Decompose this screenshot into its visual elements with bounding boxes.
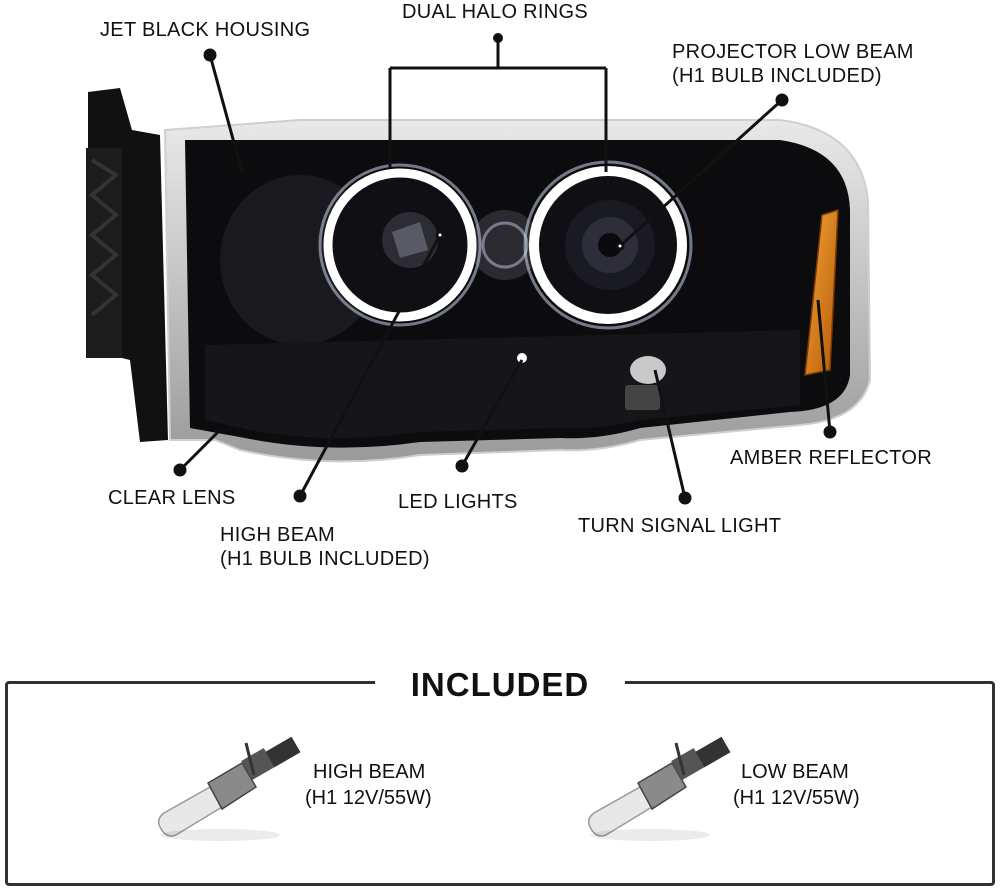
led-light	[517, 353, 527, 363]
amber-reflector-strip	[804, 208, 839, 376]
callout-lines	[178, 54, 832, 499]
bulb-low-beam-label: LOW BEAM (H1 12V/55W)	[733, 759, 860, 811]
h1-bulb-icon-high-beam	[157, 736, 301, 841]
label-turn-signal-light: TURN SIGNAL LIGHT	[578, 515, 782, 537]
mounting-bracket	[86, 88, 168, 442]
label-amber-reflector: AMBER REFLECTOR	[730, 447, 932, 469]
bulb-low-beam-spec: (H1 12V/55W)	[733, 787, 860, 809]
bulb-high-beam-spec: (H1 12V/55W)	[305, 787, 432, 809]
label-projector-line2: (H1 BULB INCLUDED)	[672, 65, 882, 87]
label-high-beam-line2: (H1 BULB INCLUDED)	[220, 548, 430, 570]
bulb-high-beam-name: HIGH BEAM	[313, 761, 426, 783]
label-projector-line1: PROJECTOR LOW BEAM	[672, 41, 914, 63]
halo-ring-left	[318, 163, 482, 327]
bulb-high-beam-label: HIGH BEAM (H1 12V/55W)	[305, 759, 432, 811]
turn-signal-bulb	[630, 356, 666, 384]
label-clear-lens: CLEAR LENS	[108, 487, 236, 509]
label-projector-low-beam: PROJECTOR LOW BEAM (H1 BULB INCLUDED)	[672, 40, 914, 88]
halo-ring-right	[523, 160, 693, 330]
label-high-beam-line1: HIGH BEAM	[220, 524, 335, 546]
label-dual-halo-rings: DUAL HALO RINGS	[402, 1, 589, 23]
included-title: INCLUDED	[375, 662, 625, 708]
label-jet-black-housing: JET BLACK HOUSING	[100, 19, 311, 41]
h1-bulb-icon-low-beam	[587, 736, 731, 841]
center-reflector	[470, 210, 540, 280]
headlight-illustration	[86, 33, 872, 505]
label-high-beam: HIGH BEAM (H1 BULB INCLUDED)	[220, 523, 430, 571]
bulb-low-beam-name: LOW BEAM	[741, 761, 849, 783]
label-led-lights: LED LIGHTS	[398, 491, 518, 513]
